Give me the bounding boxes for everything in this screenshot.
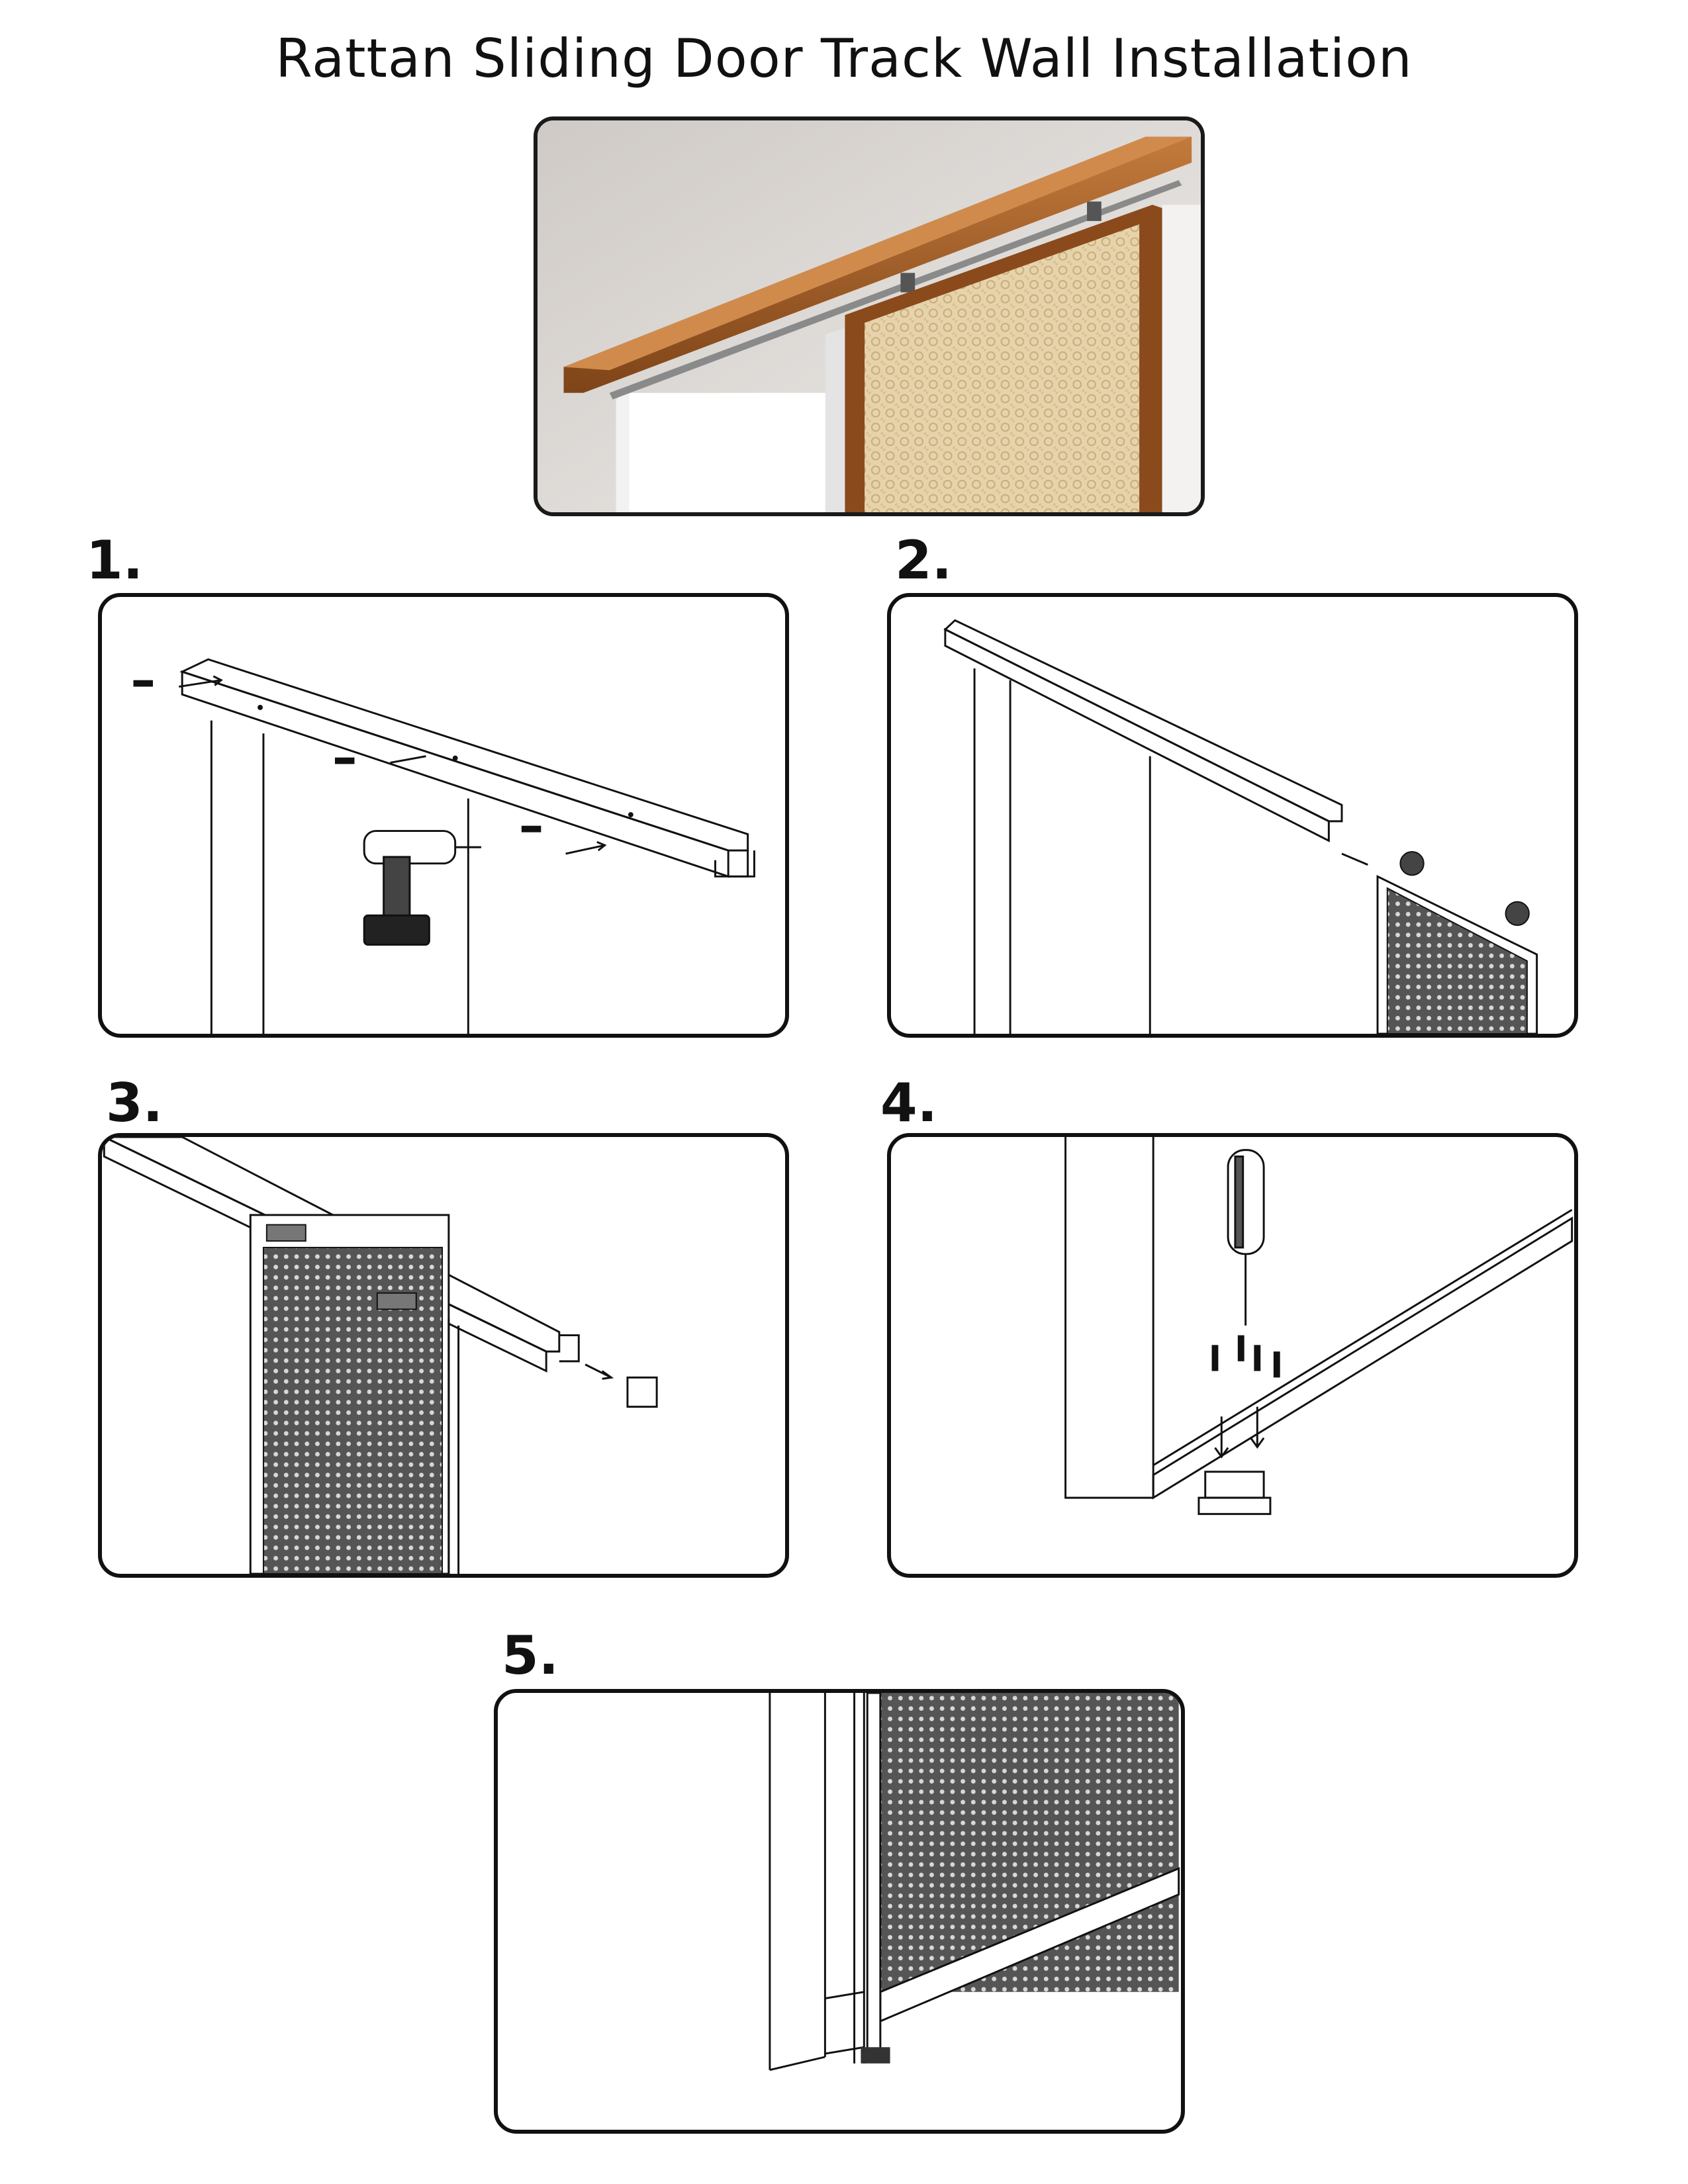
step-number: 2. bbox=[895, 529, 953, 591]
step-2-panel bbox=[887, 593, 1578, 1038]
step-number: 5. bbox=[502, 1625, 559, 1686]
step-number: 3. bbox=[106, 1072, 164, 1134]
roller-icon bbox=[1399, 851, 1530, 926]
hero-illustration bbox=[534, 116, 1205, 516]
step-number: 1. bbox=[86, 529, 144, 591]
step-5-panel bbox=[494, 1689, 1185, 2134]
drill-icon bbox=[363, 830, 481, 946]
step-1-panel bbox=[98, 593, 789, 1038]
page-title: Rattan Sliding Door Track Wall Installat… bbox=[275, 28, 1413, 89]
step-3-panel bbox=[98, 1133, 789, 1578]
step-4-panel bbox=[887, 1133, 1578, 1578]
step-number: 4. bbox=[880, 1072, 938, 1134]
screwdriver-icon bbox=[1227, 1149, 1265, 1326]
